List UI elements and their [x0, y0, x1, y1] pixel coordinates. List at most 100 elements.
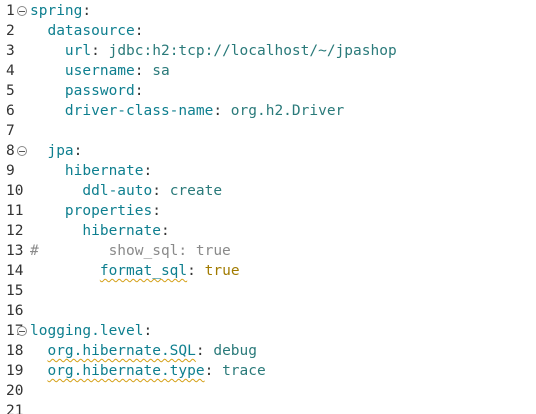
- code-line[interactable]: 12 hibernate:: [0, 221, 536, 241]
- yaml-value: jdbc:h2:tcp://localhost/~/jpashop: [108, 43, 397, 59]
- line-gutter: 14: [0, 261, 30, 281]
- line-gutter: 10: [0, 181, 30, 201]
- code-text[interactable]: org.hibernate.SQL: debug: [30, 341, 257, 361]
- line-number: 15: [6, 283, 24, 299]
- yaml-value: true: [204, 263, 240, 279]
- yaml-key: datasource: [47, 23, 135, 39]
- line-gutter: 6: [0, 101, 30, 121]
- yaml-value: sa: [152, 63, 170, 79]
- indent: [30, 143, 47, 159]
- code-text[interactable]: hibernate:: [30, 221, 169, 241]
- line-gutter: 9: [0, 161, 30, 181]
- line-number: 16: [6, 303, 24, 319]
- line-number: 14: [6, 263, 24, 279]
- code-line[interactable]: 19 org.hibernate.type: trace: [0, 361, 536, 381]
- line-gutter: 17: [0, 321, 30, 341]
- yaml-colon: :: [195, 343, 214, 359]
- line-gutter: 2: [0, 21, 30, 41]
- code-text[interactable]: driver-class-name: org.h2.Driver: [30, 101, 344, 121]
- indent: [30, 343, 47, 359]
- line-number: 1: [6, 3, 15, 19]
- code-line[interactable]: 15: [0, 281, 536, 301]
- code-text[interactable]: properties:: [30, 201, 161, 221]
- line-gutter: 16: [0, 301, 30, 321]
- yaml-colon: :: [204, 363, 223, 379]
- indent: [30, 23, 47, 39]
- fold-collapse-icon[interactable]: [17, 6, 27, 16]
- line-gutter: 12: [0, 221, 30, 241]
- line-number: 7: [6, 123, 15, 139]
- yaml-colon: :: [134, 23, 144, 39]
- code-text[interactable]: logging.level:: [30, 321, 152, 341]
- code-line[interactable]: 13# show_sql: true: [0, 241, 536, 261]
- code-text[interactable]: username: sa: [30, 61, 170, 81]
- yaml-value: create: [169, 183, 223, 199]
- line-gutter: 13: [0, 241, 30, 261]
- code-line[interactable]: 20: [0, 381, 536, 401]
- code-line[interactable]: 21: [0, 401, 536, 414]
- code-line[interactable]: 9 hibernate:: [0, 161, 536, 181]
- line-gutter: 18: [0, 341, 30, 361]
- code-line[interactable]: 4 username: sa: [0, 61, 536, 81]
- yaml-key: hibernate: [82, 223, 161, 239]
- code-line[interactable]: 18 org.hibernate.SQL: debug: [0, 341, 536, 361]
- yaml-colon: :: [213, 103, 231, 119]
- code-text[interactable]: ddl-auto: create: [30, 181, 222, 201]
- yaml-key: ddl-auto: [82, 183, 153, 199]
- yaml-colon: :: [82, 3, 92, 19]
- code-text[interactable]: url: jdbc:h2:tcp://localhost/~/jpashop: [30, 41, 397, 61]
- yaml-key: org.hibernate.type: [47, 363, 205, 379]
- yaml-value: debug: [213, 343, 257, 359]
- yaml-colon: :: [143, 163, 153, 179]
- yaml-key: format_sql: [99, 263, 188, 279]
- code-line[interactable]: 7: [0, 121, 536, 141]
- line-gutter: 21: [0, 401, 30, 414]
- fold-collapse-icon[interactable]: [17, 146, 27, 156]
- line-number: 11: [6, 203, 24, 219]
- code-text[interactable]: # show_sql: true: [30, 241, 231, 261]
- code-line[interactable]: 8 jpa:: [0, 141, 536, 161]
- yaml-key: driver-class-name: [64, 103, 214, 119]
- code-text[interactable]: datasource:: [30, 21, 144, 41]
- yaml-colon: :: [134, 83, 144, 99]
- yaml-key: hibernate: [64, 163, 144, 179]
- yaml-key: password: [64, 83, 135, 99]
- yaml-colon: :: [152, 203, 161, 219]
- line-number: 6: [6, 103, 15, 119]
- yaml-value: trace: [222, 363, 266, 379]
- code-text[interactable]: jpa:: [30, 141, 82, 161]
- indent: [30, 43, 65, 59]
- line-number: 2: [6, 23, 15, 39]
- code-line[interactable]: 14 format_sql: true: [0, 261, 536, 281]
- line-number: 21: [6, 403, 24, 414]
- code-line[interactable]: 6 driver-class-name: org.h2.Driver: [0, 101, 536, 121]
- indent: [30, 83, 65, 99]
- code-line[interactable]: 11 properties:: [0, 201, 536, 221]
- code-text[interactable]: password:: [30, 81, 144, 101]
- indent: [30, 263, 100, 279]
- code-text[interactable]: spring:: [30, 1, 91, 21]
- code-text[interactable]: format_sql: true: [30, 261, 240, 281]
- line-number: 19: [6, 363, 24, 379]
- code-text[interactable]: org.hibernate.type: trace: [30, 361, 266, 381]
- yaml-key: username: [64, 63, 135, 79]
- yaml-colon: :: [143, 323, 153, 339]
- line-number: 8: [6, 143, 15, 159]
- yaml-key: url: [64, 43, 92, 59]
- fold-collapse-icon[interactable]: [17, 326, 27, 336]
- code-text[interactable]: hibernate:: [30, 161, 152, 181]
- code-line[interactable]: 2 datasource:: [0, 21, 536, 41]
- code-line[interactable]: 5 password:: [0, 81, 536, 101]
- code-line[interactable]: 1 spring:: [0, 1, 536, 21]
- line-number: 12: [6, 223, 24, 239]
- line-number: 9: [6, 163, 15, 179]
- code-line[interactable]: 16: [0, 301, 536, 321]
- code-line[interactable]: 3 url: jdbc:h2:tcp://localhost/~/jpashop: [0, 41, 536, 61]
- indent: [30, 223, 82, 239]
- yaml-key: logging.level: [30, 323, 144, 339]
- line-gutter: 15: [0, 281, 30, 301]
- indent: [30, 203, 65, 219]
- code-line[interactable]: 10 ddl-auto: create: [0, 181, 536, 201]
